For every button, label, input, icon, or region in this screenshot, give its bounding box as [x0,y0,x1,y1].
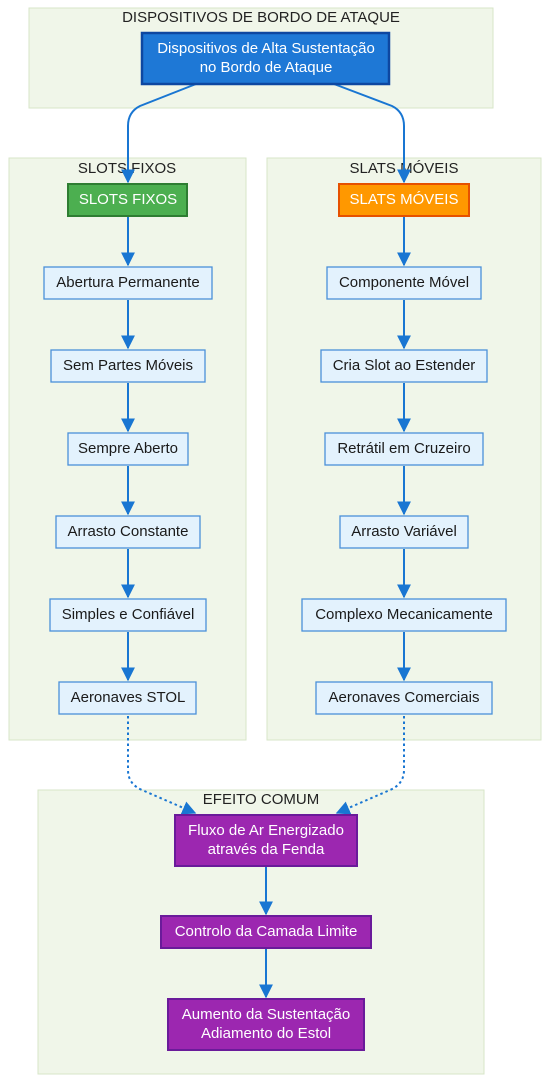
node-slot-2-label: Sem Partes Móveis [63,357,193,374]
edge-root-slots [121,83,197,184]
node-slots-header: SLOTS FIXOS [67,183,188,217]
node-slot-5: Simples e Confiável [49,598,207,632]
node-slot-3: Sempre Aberto [67,432,189,466]
node-slat-5: Complexo Mecanicamente [301,598,507,632]
node-root-line1: Dispositivos de Alta Sustentação [157,40,375,57]
node-slot-5-label: Simples e Confiável [62,606,195,623]
node-slat-5-label: Complexo Mecanicamente [315,606,493,623]
node-slat-6-label: Aeronaves Comerciais [329,689,480,706]
node-slat-3: Retrátil em Cruzeiro [324,432,484,466]
node-slot-2: Sem Partes Móveis [50,349,206,383]
node-flow-line1: Fluxo de Ar Energizado [188,822,344,839]
node-slat-2-label: Cria Slot ao Estender [333,357,476,374]
edge-slats-effect [335,716,405,815]
edge-slots-effect [127,716,197,815]
node-boundary-label: Controlo da Camada Limite [175,923,358,940]
node-root-line2: no Bordo de Ataque [200,59,333,76]
node-slot-6: Aeronaves STOL [58,681,197,715]
node-slat-3-label: Retrátil em Cruzeiro [337,440,470,457]
node-slot-1-label: Abertura Permanente [56,274,199,291]
cluster-title-effect: EFEITO COMUM [203,791,319,808]
node-slats-header: SLATS MÓVEIS [338,183,470,217]
node-result-line2: Adiamento do Estol [201,1025,331,1042]
node-slats-header-label: SLATS MÓVEIS [350,191,459,208]
node-slot-4-label: Arrasto Constante [68,523,189,540]
node-root: Dispositivos de Alta Sustentação no Bord… [140,31,391,86]
node-boundary: Controlo da Camada Limite [160,915,372,949]
edge-root-slats [333,83,411,184]
node-slot-3-label: Sempre Aberto [78,440,178,457]
node-result: Aumento da Sustentação Adiamento do Esto… [167,998,365,1051]
cluster-top: DISPOSITIVOS DE BORDO DE ATAQUE [28,7,494,109]
node-slat-4: Arrasto Variável [339,515,469,549]
node-slat-1-label: Componente Móvel [339,274,469,291]
node-slat-2: Cria Slot ao Estender [320,349,488,383]
node-slot-4: Arrasto Constante [55,515,201,549]
edges [121,83,411,999]
node-slat-4-label: Arrasto Variável [351,523,457,540]
node-slat-6: Aeronaves Comerciais [315,681,493,715]
node-slot-6-label: Aeronaves STOL [71,689,186,706]
node-result-line1: Aumento da Sustentação [182,1006,350,1023]
node-slots-header-label: SLOTS FIXOS [79,191,177,208]
node-slot-1: Abertura Permanente [43,266,213,300]
cluster-title-top: DISPOSITIVOS DE BORDO DE ATAQUE [122,9,400,26]
node-flow: Fluxo de Ar Energizado através da Fenda [174,814,358,867]
node-flow-line2: através da Fenda [208,841,325,858]
node-slat-1: Componente Móvel [326,266,482,300]
